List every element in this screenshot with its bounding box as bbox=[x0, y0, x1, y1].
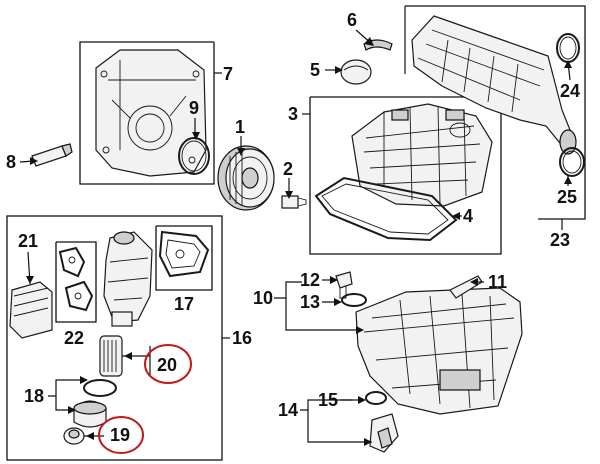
valve-cover-gasket bbox=[314, 176, 458, 242]
frame-valve-cover bbox=[309, 96, 502, 255]
callout-15: 15 bbox=[318, 390, 338, 410]
callout-19: 19 bbox=[110, 425, 130, 445]
oil-pan-drain-bolt bbox=[335, 271, 353, 299]
callout-25: 25 bbox=[557, 187, 577, 207]
throttle-seal-ring bbox=[556, 33, 580, 63]
callout-2: 2 bbox=[283, 159, 293, 179]
callout-10: 10 bbox=[253, 288, 273, 308]
drain-plug bbox=[63, 427, 85, 445]
oil-filter-cap bbox=[73, 400, 107, 428]
callout-24: 24 bbox=[560, 81, 580, 101]
highlight-callout-19 bbox=[98, 416, 144, 454]
cooler-gaskets bbox=[58, 246, 94, 312]
valve-cover bbox=[351, 103, 493, 207]
oil-filter-housing bbox=[103, 231, 153, 327]
callout-11: 11 bbox=[488, 272, 507, 292]
callout-9: 9 bbox=[189, 98, 199, 118]
crank-pulley bbox=[217, 145, 275, 211]
callout-23: 23 bbox=[550, 230, 570, 250]
callout-14: 14 bbox=[278, 400, 298, 420]
callout-18: 18 bbox=[24, 386, 44, 406]
oil-pan bbox=[355, 287, 523, 415]
highlight-callout-20 bbox=[144, 344, 192, 384]
oil-filter-element bbox=[99, 335, 123, 377]
oil-filler-cap bbox=[340, 39, 393, 85]
callout-6: 6 bbox=[347, 10, 357, 30]
callout-16: 16 bbox=[232, 328, 252, 348]
oil-level-sensor bbox=[365, 391, 399, 453]
callout-22: 22 bbox=[64, 328, 84, 348]
housing-gaskets bbox=[158, 230, 210, 278]
callout-8: 8 bbox=[6, 152, 16, 172]
callout-12: 12 bbox=[300, 270, 320, 290]
filter-cap-o-ring bbox=[83, 379, 117, 397]
manifold-seal-ring bbox=[559, 147, 585, 177]
callout-13: 13 bbox=[300, 292, 320, 312]
callout-3: 3 bbox=[288, 104, 298, 124]
callout-4: 4 bbox=[463, 206, 473, 226]
callout-1: 1 bbox=[235, 117, 245, 137]
callout-21: 21 bbox=[18, 231, 38, 251]
oil-cooler bbox=[9, 281, 53, 339]
timing-cover bbox=[95, 49, 207, 177]
frame-timing-cover bbox=[79, 41, 215, 185]
callout-7: 7 bbox=[223, 64, 233, 84]
drain-bolt-washer bbox=[341, 293, 367, 307]
pulley-bolt bbox=[281, 195, 307, 209]
sealant-tube bbox=[31, 143, 73, 167]
callout-5: 5 bbox=[310, 60, 320, 80]
callout-17: 17 bbox=[174, 294, 194, 314]
crank-seal-ring bbox=[178, 137, 210, 175]
callout-20: 20 bbox=[157, 355, 177, 375]
